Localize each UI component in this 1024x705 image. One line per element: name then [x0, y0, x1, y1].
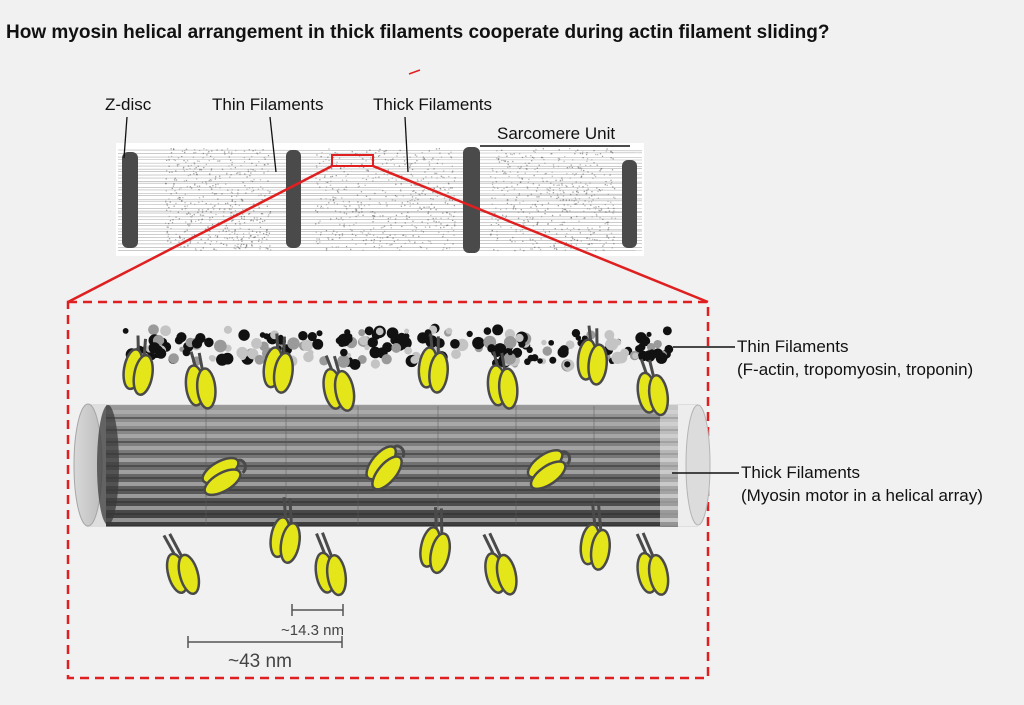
red-tick — [408, 69, 421, 75]
question-title: How myosin helical arrangement in thick … — [6, 22, 830, 43]
label-z-disc: Z-disc — [105, 95, 152, 114]
z-disc-4 — [622, 160, 637, 248]
thick-filament-cylinder — [73, 403, 711, 527]
myosin-heads — [118, 325, 673, 601]
z-disc-1 — [122, 152, 138, 248]
pointer-thin-filaments — [269, 116, 277, 173]
zoom-line-left — [67, 164, 333, 304]
label-thin-detail-subtitle: (F-actin, tropomyosin, troponin) — [737, 360, 973, 379]
label-thick-filaments: Thick Filaments — [373, 95, 492, 114]
zoom-line-right — [372, 164, 709, 304]
thin-filament-actin — [122, 323, 674, 372]
zoom-region-box — [331, 154, 374, 167]
label-thick-detail-subtitle: (Myosin motor in a helical array) — [741, 486, 983, 505]
z-disc-3 — [463, 147, 480, 253]
z-disc-2 — [286, 150, 301, 248]
label-thin-detail-title: Thin Filaments — [737, 337, 848, 356]
scale-bar-long: ~43 nm — [187, 636, 343, 672]
pointer-z-disc — [123, 116, 128, 159]
sarcomere-micrograph — [116, 143, 644, 256]
scale-bar-short: ~14.3 nm — [281, 604, 344, 639]
pointer-thick-filaments — [404, 116, 409, 173]
label-thin-filaments: Thin Filaments — [212, 95, 323, 114]
label-thick-detail-title: Thick Filaments — [741, 463, 860, 482]
scale-long-label: ~43 nm — [228, 651, 292, 672]
label-sarcomere-unit: Sarcomere Unit — [497, 124, 615, 143]
scale-short-label: ~14.3 nm — [281, 622, 344, 639]
filament-lines — [117, 149, 643, 251]
